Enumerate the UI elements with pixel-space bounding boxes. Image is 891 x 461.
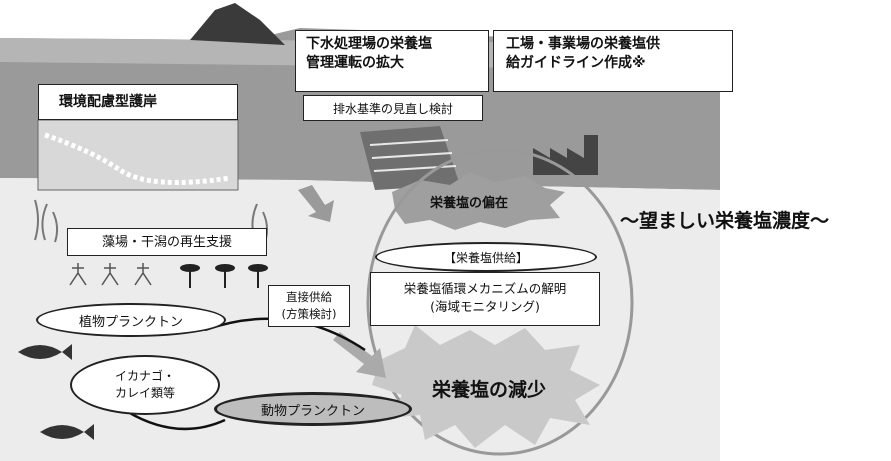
seaweed-left (34, 199, 59, 243)
mechanism-box: 栄養塩循環メカニズムの解明 (海域モニタリング) (370, 272, 600, 326)
fish-line1: イカナゴ・ (114, 369, 175, 383)
supply-ellipse: 【栄養塩供給】 (375, 242, 597, 272)
mechanism-line1: 栄養塩循環メカニズムの解明 (403, 281, 567, 296)
seaweed-box: 藻場・干潟の再生支援 (67, 228, 267, 256)
seawall-label: 環境配慮型護岸 (38, 84, 238, 120)
uneven-label: 栄養塩の偏在 (430, 196, 509, 211)
factory-line2: 給ガイドライン作成※ (506, 55, 646, 71)
decrease-label: 栄養塩の減少 (432, 379, 547, 401)
sewage-line1: 下水処理場の栄養塩 (306, 36, 432, 52)
fish-icon-2 (40, 424, 94, 440)
factory-line1: 工場・事業場の栄養塩供 (506, 36, 660, 52)
fish-line2: カレイ類等 (114, 386, 175, 400)
fish-icon-1 (18, 344, 72, 360)
flow-arrow-left (298, 185, 334, 222)
desired-concentration-label: ～望ましい栄養塩濃度～ (620, 210, 830, 232)
phyto-sprigs (69, 263, 152, 286)
direct-supply-box: 直接供給 (方策検討) (268, 285, 350, 327)
decrease-burst (372, 325, 600, 448)
seawall-dots (44, 132, 231, 185)
tidal-flat-marks (180, 264, 268, 288)
treatment-plant (360, 126, 460, 190)
factory-box: 工場・事業場の栄養塩供 給ガイドライン作成※ (493, 30, 733, 92)
zoo-ellipse: 動物プランクトン (214, 392, 412, 426)
direct-line2: (方策検討) (281, 307, 337, 321)
sewage-box: 下水処理場の栄養塩 管理運転の拡大 (295, 30, 489, 92)
fish-ellipse: イカナゴ・ カレイ類等 (70, 355, 220, 415)
direct-arrow (333, 332, 386, 378)
seawall-illustration (37, 119, 239, 191)
uneven-burst (392, 172, 565, 230)
mountain (190, 3, 285, 45)
cycle-oval (366, 148, 634, 456)
sewage-line2: 管理運転の拡大 (306, 55, 404, 71)
phyto-ellipse: 植物プランクトン (36, 303, 226, 337)
factory-icon (533, 135, 598, 175)
drainage-box: 排水基準の見直し検討 (303, 95, 483, 121)
direct-line1: 直接供給 (286, 290, 332, 304)
mechanism-line2: (海域モニタリング) (430, 299, 540, 314)
